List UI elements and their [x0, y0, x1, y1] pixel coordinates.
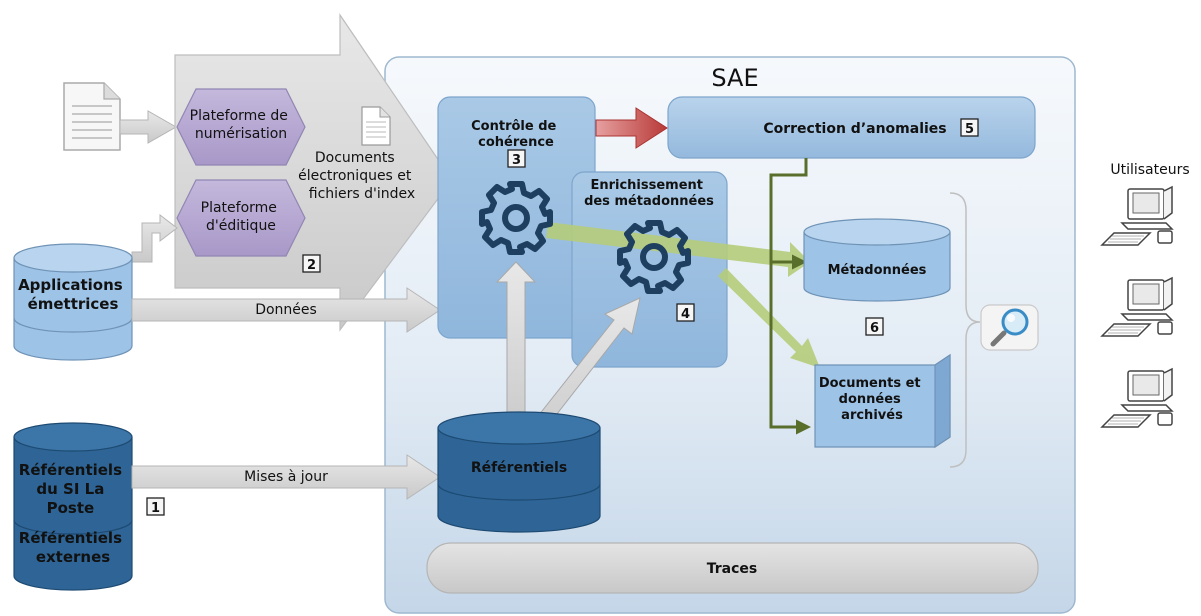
arrow-mises-label: Mises à jour: [244, 469, 328, 485]
documents-line3: archivés: [841, 408, 903, 423]
document-icon: [361, 106, 391, 146]
arrow-gear-to-metadonnees: [546, 222, 810, 277]
svg-text:Documents électroniques et: Documents électroniques et fichiers d'in…: [298, 150, 416, 202]
applications-line2: émettrices: [28, 295, 119, 313]
svg-text:Contrôle de cohérence: Contrôle de cohérence: [471, 119, 561, 150]
arrow-enrich-to-documents: [718, 268, 820, 368]
referentiels-src-line2: du SI La: [36, 480, 104, 498]
correction-feedback-line: [769, 158, 811, 435]
sae-title: SAE: [711, 64, 758, 92]
traces-bar: [426, 542, 1039, 594]
document-icon: [63, 82, 121, 151]
applications-line1: Applications: [18, 276, 123, 294]
svg-text:Plateforme de numérisation: Plateforme de numérisation: [190, 108, 293, 142]
hex-edit-line1: Plateforme: [201, 200, 277, 216]
badge-4: 4: [676, 303, 695, 322]
documents-archive-box: [814, 353, 951, 449]
computer-icon[interactable]: [1101, 368, 1173, 428]
badge-5: 5: [960, 118, 979, 137]
applications-database: [13, 243, 133, 361]
traces-label: Traces: [707, 561, 758, 577]
big-arrow-line2: électroniques et: [298, 168, 412, 184]
hex-scan-line2: numérisation: [195, 126, 287, 142]
metadonnees-label: Métadonnées: [828, 263, 927, 278]
svg-text:5: 5: [965, 122, 974, 137]
svg-text:2: 2: [307, 258, 316, 273]
badge-6: 6: [865, 317, 884, 336]
arrow-doc-to-scan: [119, 110, 178, 144]
hex-scan-line1: Plateforme de: [190, 108, 288, 124]
big-arrow-line3: fichiers d'index: [309, 186, 415, 202]
correction-panel: [667, 96, 1036, 159]
documents-line2: données: [839, 392, 901, 407]
svg-text:Référentiels du SI La: Référentiels du SI La Poste Référentiels…: [19, 461, 127, 566]
storage-brace: [949, 192, 981, 468]
referentiels-sae-label: Référentiels: [471, 460, 567, 476]
svg-text:4: 4: [681, 307, 690, 322]
svg-text:Documents et données a: Documents et données archivés: [819, 376, 925, 423]
svg-text:3: 3: [512, 153, 521, 168]
correction-label: Correction d’anomalies: [763, 121, 946, 137]
enrichissement-line1: Enrichissement: [590, 178, 703, 193]
hex-scan-platform: [176, 88, 306, 166]
arrow-to-correction: [595, 107, 668, 149]
arrow-mises-a-jour: [131, 454, 441, 500]
svg-text:Applications émettrices: Applications émettrices: [18, 276, 128, 313]
computer-icon[interactable]: [1101, 277, 1173, 337]
controle-line1: Contrôle de: [471, 119, 556, 134]
arrow-apps-to-edit: [131, 213, 178, 263]
badge-3: 3: [507, 149, 526, 168]
hex-edit-line2: d'éditique: [206, 218, 276, 234]
svg-text:6: 6: [870, 321, 879, 336]
badge-1: 1: [146, 497, 165, 516]
big-arrow-line1: Documents: [315, 150, 395, 166]
magnifier-icon: [980, 304, 1039, 351]
metadonnees-database: [803, 218, 951, 302]
controle-line2: cohérence: [478, 135, 554, 150]
svg-text:Enrichissement des métadon: Enrichissement des métadonnées: [584, 178, 714, 209]
referentiels-src-line4: Référentiels: [19, 529, 122, 547]
arrow-donnees: [131, 287, 441, 333]
svg-text:1: 1: [151, 501, 160, 516]
referentiels-src-line3: Poste: [47, 499, 95, 517]
arrow-donnees-label: Données: [255, 302, 317, 318]
svg-text:Plateforme d'éditique: Plateforme d'éditique: [201, 200, 282, 234]
computer-icon[interactable]: [1101, 186, 1173, 246]
referentiels-source-database: [13, 422, 133, 591]
enrichissement-line2: des métadonnées: [584, 194, 714, 209]
referentiels-sae-database: [437, 411, 601, 533]
documents-line1: Documents et: [819, 376, 921, 391]
users-label: Utilisateurs: [1110, 162, 1189, 178]
hex-edit-platform: [176, 179, 306, 257]
referentiels-src-line5: externes: [36, 548, 110, 566]
referentiels-src-line1: Référentiels: [19, 461, 122, 479]
badge-2: 2: [302, 254, 321, 273]
